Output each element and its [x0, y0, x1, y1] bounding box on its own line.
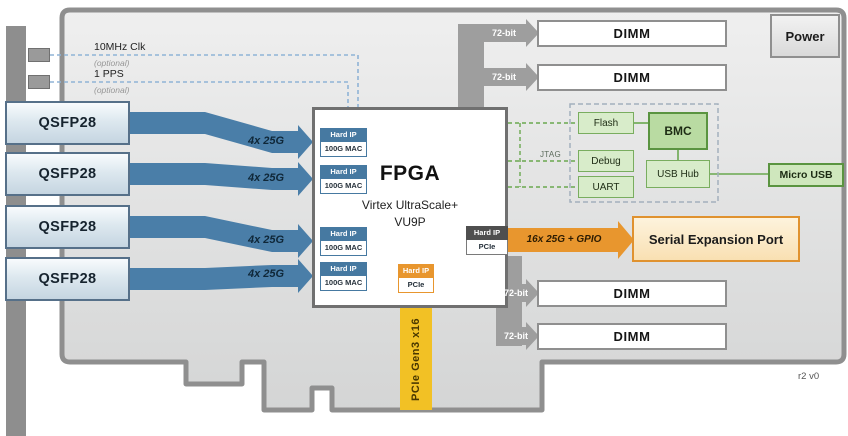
serial-expansion-arrow — [508, 221, 634, 259]
dimm-bus-label-4: 72-bit — [503, 331, 528, 341]
dimm-bus-arrow-3 — [498, 279, 539, 307]
hard-ip-label: Hard IP — [466, 226, 508, 240]
clock-note-10mhz: (optional) — [94, 58, 130, 68]
mac-block-1: Hard IP 100G MAC — [320, 128, 367, 157]
link-label-1: 4x 25G — [247, 135, 285, 147]
dimm-bus-label-3: 72-bit — [503, 288, 528, 298]
micro-usb-label: Micro USB — [779, 169, 833, 181]
board-revision: r2 v0 — [798, 371, 820, 382]
qsfp-link-arrow-1 — [130, 112, 313, 159]
pcie-edge-label: PCIe Gen3 x16 — [410, 317, 422, 401]
dimm-3: DIMM — [537, 280, 727, 307]
mac-block-4: Hard IP 100G MAC — [320, 262, 367, 291]
power-block: Power — [770, 14, 840, 58]
clock-connector-10mhz — [28, 48, 50, 62]
mac-core-label: 100G MAC — [320, 179, 367, 194]
bmc-block: BMC — [648, 112, 708, 150]
bmc-label: BMC — [664, 124, 692, 138]
usb-hub-block: USB Hub — [646, 160, 710, 188]
mac-block-2: Hard IP 100G MAC — [320, 165, 367, 194]
dimm-bus-arrow-1 — [468, 19, 539, 47]
debug-block: Debug — [578, 150, 634, 172]
serial-expansion-port: Serial Expansion Port — [632, 216, 800, 262]
power-label: Power — [785, 28, 825, 44]
hard-ip-label: Hard IP — [320, 165, 367, 179]
uart-block: UART — [578, 176, 634, 198]
qsfp28-label: QSFP28 — [38, 271, 97, 287]
serial-expansion-label: Serial Expansion Port — [648, 231, 784, 247]
mac-block-3: Hard IP 100G MAC — [320, 227, 367, 256]
link-label-3: 4x 25G — [247, 234, 285, 246]
hard-ip-label: Hard IP — [320, 128, 367, 142]
mac-core-label: 100G MAC — [320, 142, 367, 157]
qsfp28-port-4: QSFP28 — [5, 257, 130, 301]
flash-block: Flash — [578, 112, 634, 134]
pcie-edge-connector: PCIe Gen3 x16 — [400, 308, 432, 410]
hard-ip-label: Hard IP — [320, 262, 367, 276]
fpga-block: FPGA Virtex UltraScale+ VU9P Hard IP 100… — [312, 107, 508, 308]
flash-label: Flash — [593, 117, 619, 129]
qsfp-link-arrow-3 — [130, 216, 313, 258]
dimm-label: DIMM — [613, 70, 651, 85]
qsfp28-port-2: QSFP28 — [5, 152, 130, 196]
qsfp28-label: QSFP28 — [38, 115, 97, 131]
link-label-2: 4x 25G — [247, 172, 285, 184]
qsfp28-label: QSFP28 — [38, 166, 97, 182]
link-label-4: 4x 25G — [247, 268, 285, 280]
usb-hub-label: USB Hub — [657, 168, 699, 180]
clock-line-1pps — [50, 81, 349, 107]
hard-ip-label: Hard IP — [398, 264, 434, 278]
jtag-label: JTAG — [540, 150, 562, 159]
dimm-bus-label-1: 72-bit — [491, 28, 516, 38]
qsfp28-port-1: QSFP28 — [5, 101, 130, 145]
mac-core-label: 100G MAC — [320, 241, 367, 256]
mac-core-label: 100G MAC — [320, 276, 367, 291]
bmc-cluster-outline — [569, 103, 719, 203]
serial-expansion-bus-label: 16x 25G + GPIO — [526, 234, 602, 245]
fpga-title-group: FPGA Virtex UltraScale+ VU9P — [315, 162, 505, 229]
pcie-core-label: PCIe — [466, 240, 508, 255]
qsfp28-label: QSFP28 — [38, 219, 97, 235]
dimm-2: DIMM — [537, 64, 727, 91]
uart-label: UART — [592, 181, 620, 193]
micro-usb-block: Micro USB — [768, 163, 844, 187]
dimm-label: DIMM — [613, 26, 651, 41]
dimm-bus-arrow-2 — [468, 63, 539, 91]
dimm-1: DIMM — [537, 20, 727, 47]
fpga-device: VU9P — [394, 215, 426, 229]
clock-label-10mhz: 10MHz Clk — [94, 41, 146, 53]
dimm-label: DIMM — [613, 286, 651, 301]
debug-label: Debug — [591, 155, 621, 167]
clock-connector-1pps — [28, 75, 50, 89]
pcie-hardip-right: Hard IP PCIe — [466, 226, 508, 255]
qsfp-link-arrow-2 — [130, 162, 313, 196]
dimm-bus-arrow-4 — [498, 322, 539, 350]
qsfp-link-arrow-4 — [130, 259, 313, 293]
dimm-label: DIMM — [613, 329, 651, 344]
dimm-bus-label-2: 72-bit — [491, 72, 516, 82]
dimm-4: DIMM — [537, 323, 727, 350]
clock-label-1pps: 1 PPS — [94, 68, 124, 80]
qsfp28-port-3: QSFP28 — [5, 205, 130, 249]
hard-ip-label: Hard IP — [320, 227, 367, 241]
clock-line-10mhz — [50, 54, 359, 107]
fpga-title: FPGA — [379, 162, 441, 185]
fpga-family: Virtex UltraScale+ — [361, 198, 459, 212]
pcie-edge-bar — [400, 308, 432, 410]
pcie-core-label: PCIe — [398, 278, 434, 293]
clock-note-1pps: (optional) — [94, 85, 130, 95]
pcie-hardip-bottom: Hard IP PCIe — [398, 264, 434, 293]
